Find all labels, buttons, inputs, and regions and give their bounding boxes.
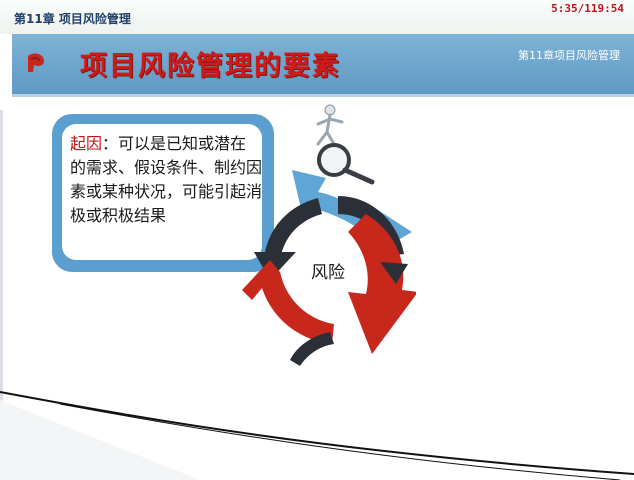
playback-timer: 5:35/119:54 <box>551 2 624 15</box>
cause-callout: 起因：可以是已知或潜在的需求、假设条件、制约因素或某种状况，可能引起消极或积极结… <box>62 124 262 260</box>
slide-title: 项目风险管理的要素 <box>80 51 341 82</box>
cause-text: ：可以是已知或潜在的需求、假设条件、制约因素或某种状况，可能引起消极或积极结果 <box>70 134 263 225</box>
decorative-lines <box>0 391 634 480</box>
figure-on-magnifier-icon <box>316 104 375 185</box>
dark-arrow-bottom <box>290 332 334 366</box>
top-bar <box>0 0 634 34</box>
title-band-edge <box>12 94 634 97</box>
dark-arrow-right <box>380 262 408 284</box>
title-bullet-icon <box>28 53 44 72</box>
risk-cycle-diagram <box>242 104 416 366</box>
red-arrow-right <box>348 214 416 354</box>
section-tag: 第11章项目风险管理 <box>518 49 620 62</box>
cause-key: 起因 <box>70 134 103 153</box>
chapter-label: 第11章 项目风险管理 <box>14 12 131 26</box>
risk-label: 风险 <box>311 263 345 283</box>
left-strip <box>0 110 3 480</box>
title-band <box>12 34 634 94</box>
red-arrow-left <box>242 260 334 344</box>
dark-arrow-left <box>264 198 322 260</box>
